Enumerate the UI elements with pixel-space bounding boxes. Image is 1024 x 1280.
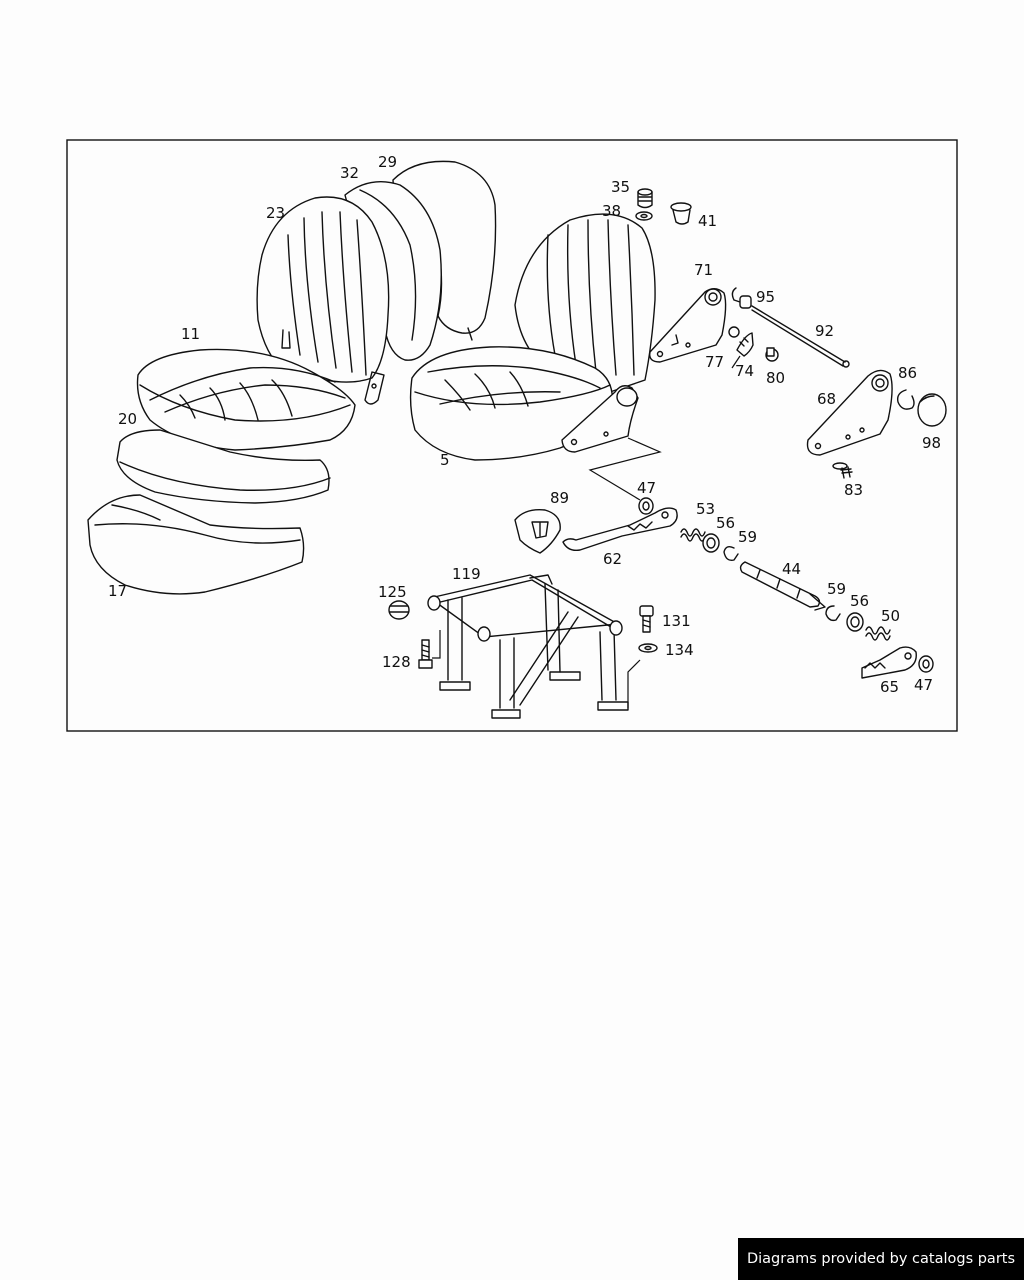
label-53: 53	[696, 500, 715, 518]
leader-128	[432, 630, 441, 659]
seat-frame-119	[427, 574, 629, 719]
label-47-upper: 47	[637, 479, 656, 497]
gear-sector-74	[736, 332, 754, 357]
hinge-plate-71	[649, 288, 727, 363]
label-83: 83	[844, 481, 863, 499]
clip-95	[731, 287, 752, 309]
label-62: 62	[603, 550, 622, 568]
label-44: 44	[782, 560, 801, 578]
label-20: 20	[118, 410, 137, 428]
washer-134	[638, 643, 658, 653]
label-134: 134	[665, 641, 694, 659]
washer-47-upper	[638, 497, 654, 515]
label-125: 125	[378, 583, 407, 601]
bolt-128	[418, 639, 433, 669]
label-17: 17	[108, 582, 127, 600]
seat-assembly-5	[409, 213, 656, 461]
label-95: 95	[756, 288, 775, 306]
label-56-upper: 56	[716, 514, 735, 532]
label-77: 77	[705, 353, 724, 371]
circlip-86	[896, 389, 915, 410]
seat-pan-17	[87, 494, 305, 595]
label-86: 86	[898, 364, 917, 382]
leader-74	[731, 355, 741, 369]
label-80: 80	[766, 369, 785, 387]
bolt-83	[832, 462, 853, 479]
lever-62	[562, 507, 678, 552]
washer-56-lower	[846, 612, 864, 632]
label-32: 32	[340, 164, 359, 182]
clip-59-lower	[825, 605, 841, 622]
label-131: 131	[662, 612, 691, 630]
label-68: 68	[817, 390, 836, 408]
spring-50	[865, 626, 891, 641]
label-128: 128	[382, 653, 411, 671]
washer-56-upper	[702, 533, 720, 553]
label-71: 71	[694, 261, 713, 279]
label-41: 41	[698, 212, 717, 230]
label-38: 38	[602, 202, 621, 220]
hinge-plate-68	[806, 369, 893, 456]
part-labels: 29 32 23 11 20 17 5 35 38 41 71 95 92 77…	[108, 153, 941, 696]
label-29: 29	[378, 153, 397, 171]
attribution-banner: Diagrams provided by catalogs parts	[738, 1238, 1024, 1280]
seat-cushion-11	[136, 348, 356, 478]
label-56-lower: 56	[850, 592, 869, 610]
label-74: 74	[735, 362, 754, 380]
clip-59-upper	[723, 545, 739, 562]
plug-41	[670, 202, 692, 225]
rod-92	[751, 305, 850, 368]
label-92: 92	[815, 322, 834, 340]
spring-53	[680, 528, 706, 542]
label-59-upper: 59	[738, 528, 757, 546]
label-35: 35	[611, 178, 630, 196]
label-98: 98	[922, 434, 941, 452]
leader-seat	[588, 437, 662, 501]
label-50: 50	[881, 607, 900, 625]
label-119: 119	[452, 565, 481, 583]
lever-65	[861, 646, 917, 679]
label-23: 23	[266, 204, 285, 222]
cap-98	[917, 393, 947, 427]
bolt-80	[765, 347, 779, 362]
washer-47-lower	[918, 655, 934, 673]
washer-77	[728, 326, 740, 338]
label-65: 65	[880, 678, 899, 696]
label-89: 89	[550, 489, 569, 507]
label-59-lower: 59	[827, 580, 846, 598]
knob-89	[514, 509, 561, 554]
diagram-frame	[66, 139, 958, 732]
label-11: 11	[181, 325, 200, 343]
bolt-131	[639, 605, 654, 633]
label-47-lower: 47	[914, 676, 933, 694]
seat-base-20	[116, 429, 331, 504]
leader-134	[627, 659, 641, 708]
nut-35	[637, 188, 653, 209]
backrest-23	[256, 196, 390, 405]
plug-125	[388, 600, 410, 620]
washer-38	[635, 211, 653, 221]
label-5: 5	[440, 451, 450, 469]
shaft-44	[739, 561, 826, 611]
